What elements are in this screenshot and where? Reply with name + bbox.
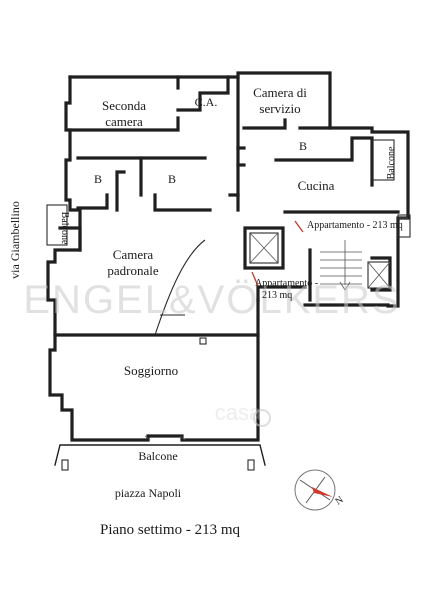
room-label-cucina: Cucina	[298, 178, 335, 193]
watermark-engel-voelkers: ENGEL&VÖLKERS	[23, 278, 400, 322]
compass-north-label: N	[333, 494, 345, 507]
room-label-bath-3: B	[299, 139, 307, 153]
room-label-camera-servizio-line1: Camera di	[253, 85, 307, 100]
room-label-seconda-camera-line1: Seconda	[102, 98, 146, 113]
plan-details	[46, 139, 411, 471]
compass: N	[294, 469, 346, 511]
room-label-balcone-left: Balcone	[59, 212, 70, 245]
room-label-camera-servizio-line2: servizio	[259, 101, 300, 116]
room-label-soggiorno: Soggiorno	[124, 363, 178, 378]
room-label-balcone-right: Balcone	[386, 146, 397, 179]
note-appartamento-2-line2: 213 mq	[262, 290, 292, 301]
room-label-seconda-camera-line2: camera	[105, 114, 143, 129]
outer-walls	[46, 71, 410, 466]
note-lines	[251, 220, 304, 287]
room-label-balcone-bottom: Balcone	[138, 449, 177, 463]
room-label-camera-padronale-line1: Camera	[113, 247, 154, 262]
street-label-via-giambellino: via Giambellino	[8, 201, 22, 279]
plan-caption: Piano settimo - 213 mq	[100, 522, 240, 538]
room-label-camera-padronale-line2: padronale	[107, 263, 158, 278]
room-label-bath-2: B	[168, 172, 176, 186]
room-label-ca: C.A.	[195, 95, 218, 109]
note-appartamento-1: Appartamento - 213 mq	[307, 220, 403, 231]
compass-needle-icon	[312, 487, 333, 497]
room-label-bath-1: B	[94, 172, 102, 186]
note-appartamento-2-line1: Appartamento -	[255, 278, 318, 289]
street-label-piazza-napoli: piazza Napoli	[115, 486, 182, 500]
watermark-casa: casa	[215, 400, 271, 427]
